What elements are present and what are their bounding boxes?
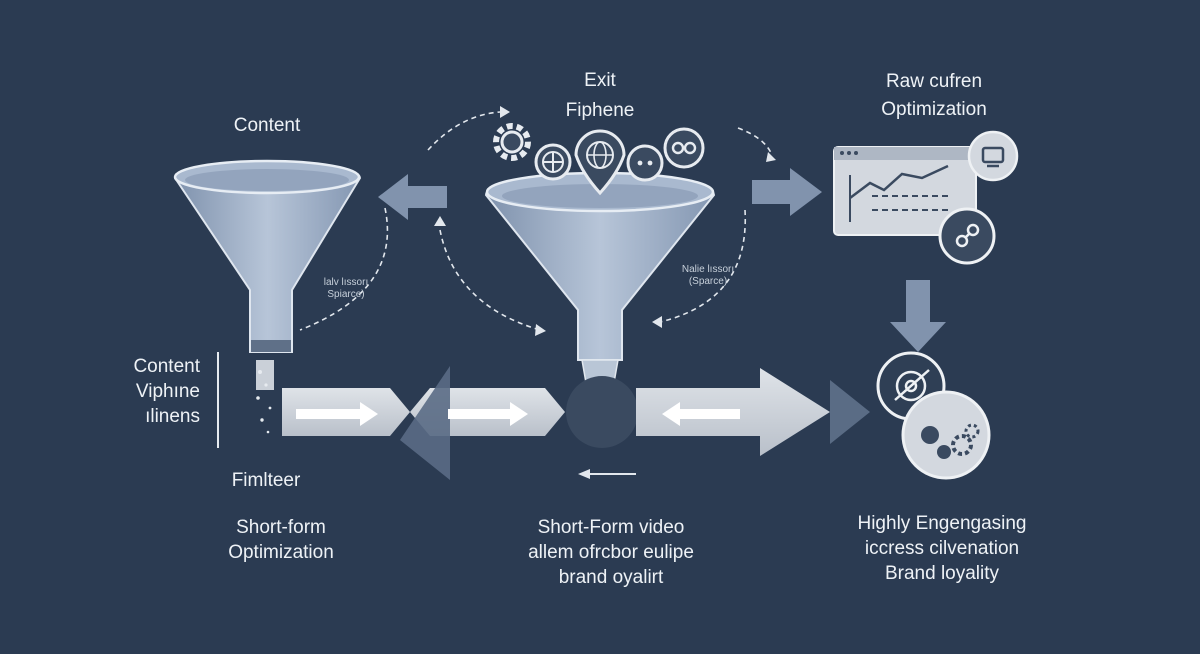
left-funnel	[173, 159, 362, 353]
left-side-line-1: Content	[133, 356, 200, 377]
pipeline-white-arrows	[296, 402, 740, 426]
middle-top-label: Exit Fiphene	[566, 66, 635, 126]
middle-bottom-label: Short-Form video allem ofrcbor eulipe br…	[528, 515, 694, 590]
middle-bottom-line-2: allem ofrcbor eulipe	[528, 542, 694, 563]
middle-top-line-1: Exit	[584, 70, 616, 91]
cycle-arrows	[299, 111, 773, 331]
glasses-icon	[663, 127, 705, 169]
analytics-window-icon	[833, 146, 977, 236]
right-top-line-2: Optimization	[881, 99, 987, 120]
middle-bottom-line-3: brand oyalirt	[558, 567, 664, 588]
globe-icon	[534, 143, 572, 181]
right-bottom-line-3: Brand loyality	[884, 563, 1000, 584]
left-top-label: Content	[233, 115, 301, 136]
left-side-line-3: ılinens	[145, 406, 200, 427]
middle-note-line-1: Nalie lıssorı	[681, 264, 735, 275]
right-top-line-1: Raw cufren	[885, 71, 983, 92]
pipeline-band	[282, 366, 870, 480]
bottom-return-arrowhead	[578, 469, 590, 479]
right-bottom-line-1: Highly Engengasing	[857, 513, 1027, 534]
left-note: lalv lıssorı Spiarce)	[324, 277, 368, 301]
right-top-label: Raw cufren Optimization	[881, 68, 987, 124]
filter-label: Fimlteer	[231, 470, 301, 491]
left-stream-particles	[256, 360, 274, 434]
left-bottom-line-1: Short-form	[236, 517, 326, 538]
left-note-line-2: Spiarce)	[327, 289, 365, 300]
left-side-label: Content Viphıne ılinens	[133, 354, 200, 429]
face-icon	[626, 144, 664, 182]
monitor-icon	[967, 130, 1019, 182]
cycle-arrowheads	[434, 106, 776, 336]
arrow-to-right-panel	[752, 168, 822, 216]
left-bottom-label: Short-form Optimization	[228, 515, 334, 565]
left-side-line-2: Viphıne	[135, 381, 200, 402]
arrow-to-left-funnel	[378, 174, 447, 220]
middle-note-line-2: (Sparce)	[688, 276, 728, 287]
link-icon	[938, 207, 996, 265]
left-note-line-1: lalv lıssorı	[323, 277, 369, 288]
middle-note: Nalie lıssorı (Sparce)	[682, 264, 734, 288]
right-bottom-label: Highly Engengasing iccress cilvenation B…	[857, 511, 1026, 586]
arrow-down-right	[890, 280, 946, 352]
left-bottom-line-2: Optimization	[228, 542, 334, 563]
middle-top-line-2: Fiphene	[565, 100, 635, 121]
gears-icon	[901, 390, 991, 480]
right-bottom-line-2: iccress cilvenation	[864, 538, 1020, 559]
gear-icon	[493, 123, 531, 161]
globe-pin-icon	[574, 129, 626, 196]
middle-bottom-line-1: Short-Form video	[537, 517, 685, 538]
